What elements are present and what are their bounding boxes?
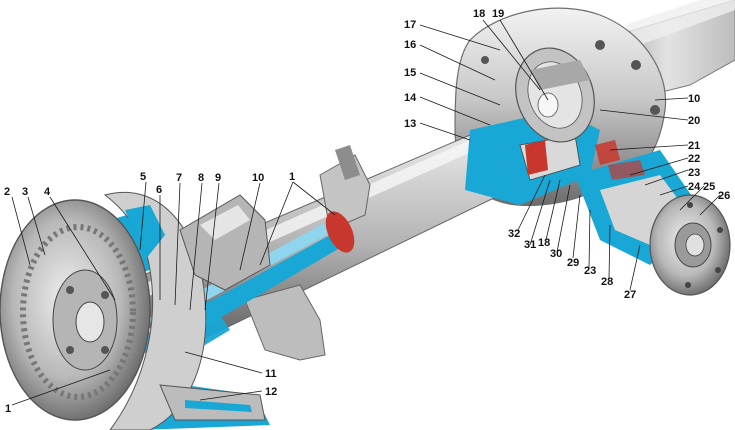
callout-13: 13 bbox=[404, 118, 416, 130]
callout-31: 31 bbox=[524, 239, 536, 251]
callout-30: 30 bbox=[550, 248, 562, 260]
right-wheel-flange bbox=[649, 194, 731, 296]
callout-22: 22 bbox=[688, 153, 700, 165]
callout-1b: 1 bbox=[289, 171, 295, 183]
callout-18b: 18 bbox=[538, 237, 550, 249]
seals bbox=[325, 140, 645, 253]
left-brake-drum bbox=[0, 199, 151, 421]
callout-8: 8 bbox=[198, 172, 204, 184]
callout-27: 27 bbox=[624, 289, 636, 301]
callout-3: 3 bbox=[22, 186, 28, 198]
callout-26: 26 bbox=[718, 190, 730, 202]
callout-23b: 23 bbox=[584, 265, 596, 277]
callout-10a: 10 bbox=[252, 172, 264, 184]
callout-9: 9 bbox=[215, 172, 221, 184]
callout-10b: 10 bbox=[688, 93, 700, 105]
callout-21: 21 bbox=[688, 140, 700, 152]
leader-lines bbox=[11, 19, 721, 406]
callout-14: 14 bbox=[404, 92, 417, 104]
callout-6: 6 bbox=[156, 184, 162, 196]
callout-32: 32 bbox=[508, 228, 520, 240]
callout-29: 29 bbox=[567, 257, 579, 269]
callout-17: 17 bbox=[404, 19, 416, 31]
callout-15: 15 bbox=[404, 67, 416, 79]
spring-bracket bbox=[179, 194, 271, 291]
ring-gear bbox=[515, 47, 595, 143]
callout-4: 4 bbox=[44, 186, 51, 198]
callout-2: 2 bbox=[4, 186, 10, 198]
callout-16: 16 bbox=[404, 39, 416, 51]
callout-12: 12 bbox=[265, 386, 277, 398]
callout-25: 25 bbox=[703, 181, 715, 193]
callout-23a: 23 bbox=[688, 167, 700, 179]
callout-24: 24 bbox=[688, 181, 701, 193]
callout-labels: 1 1 2 3 4 5 6 7 8 9 10 10 11 12 13 14 15… bbox=[4, 8, 730, 415]
callout-20: 20 bbox=[688, 115, 700, 127]
callout-11: 11 bbox=[265, 368, 277, 380]
callout-5: 5 bbox=[140, 171, 146, 183]
callout-19: 19 bbox=[492, 8, 504, 20]
callout-7: 7 bbox=[176, 172, 182, 184]
callout-28: 28 bbox=[601, 276, 613, 288]
callout-1a: 1 bbox=[5, 403, 11, 415]
callout-18a: 18 bbox=[473, 8, 485, 20]
